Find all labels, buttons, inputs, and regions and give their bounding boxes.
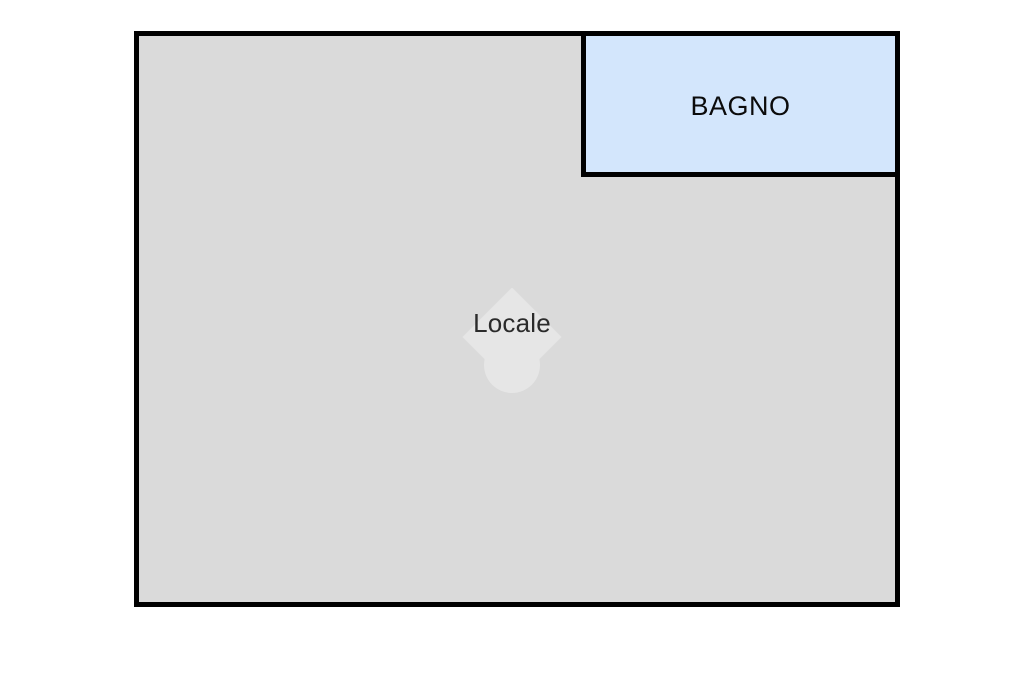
room-label-locale: Locale bbox=[473, 308, 551, 338]
room-label-bagno: BAGNO bbox=[690, 91, 791, 121]
room-bagno[interactable] bbox=[581, 31, 900, 177]
